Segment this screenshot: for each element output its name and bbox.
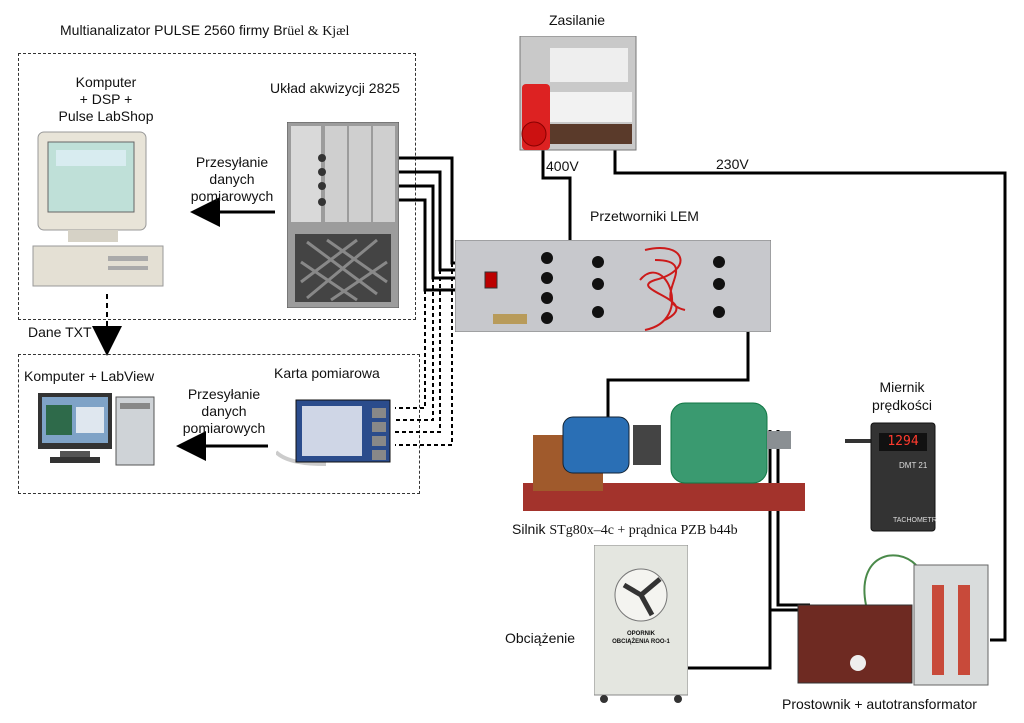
voltage-400v-label: 400V [546,158,579,174]
komputer-labview-label: Komputer + LabView [24,368,155,384]
resistor-plate-line1: OPORNIK [626,631,655,637]
motor-label: Silnik STg80x–4c + prądnica PZB b44b [512,521,738,538]
dane-txt-label: Dane TXT [28,324,92,340]
pulse-computer-image [28,128,168,290]
tachometer-brand: TACHOMETR [893,517,937,524]
measurement-card-image [274,392,398,474]
rectifier-autotransformer-image [796,545,992,687]
computer-dsp-label: Komputer + DSP + Pulse LabShop [58,74,154,124]
karta-pomiarowa-label: Karta pomiarowa [274,365,380,381]
acquisition-unit-label: Układ akwizycji 2825 [270,80,400,96]
labview-computer-image [36,393,158,471]
voltage-230v-label: 230V [716,156,749,172]
acquisition-unit-image [286,121,400,309]
data-transfer-label-1: Przesyłanie danych pomiarowych [190,154,274,204]
tachometer: 1294 DMT 21 TACHOMETR [845,421,937,533]
lem-panel-image [454,239,772,333]
resistor-plate-line2: OBCIĄŻENIA ROO-1 [612,639,670,645]
zasilanie-label: Zasilanie [549,12,606,28]
prostownik-label: Prostownik + autotransformator [782,696,977,712]
obciazenie-label: Obciążenie [505,630,576,646]
tachometer-model: DMT 21 [899,461,928,470]
labview-system-group [18,354,420,494]
pulse-system-title: Multianalizator PULSE 2560 firmy Brüel &… [60,22,350,39]
load-resistor-image: OPORNIK OBCIĄŻENIA ROO-1 [593,544,689,703]
power-supply-image [514,35,638,154]
miernik-label: Miernik prędkości [872,379,932,413]
data-transfer-label-2: Przesyłanie danych pomiarowych [182,386,266,436]
lem-label: Przetworniki LEM [590,208,699,224]
motor-generator-image [523,395,808,513]
tachometer-display: 1294 [887,434,919,449]
